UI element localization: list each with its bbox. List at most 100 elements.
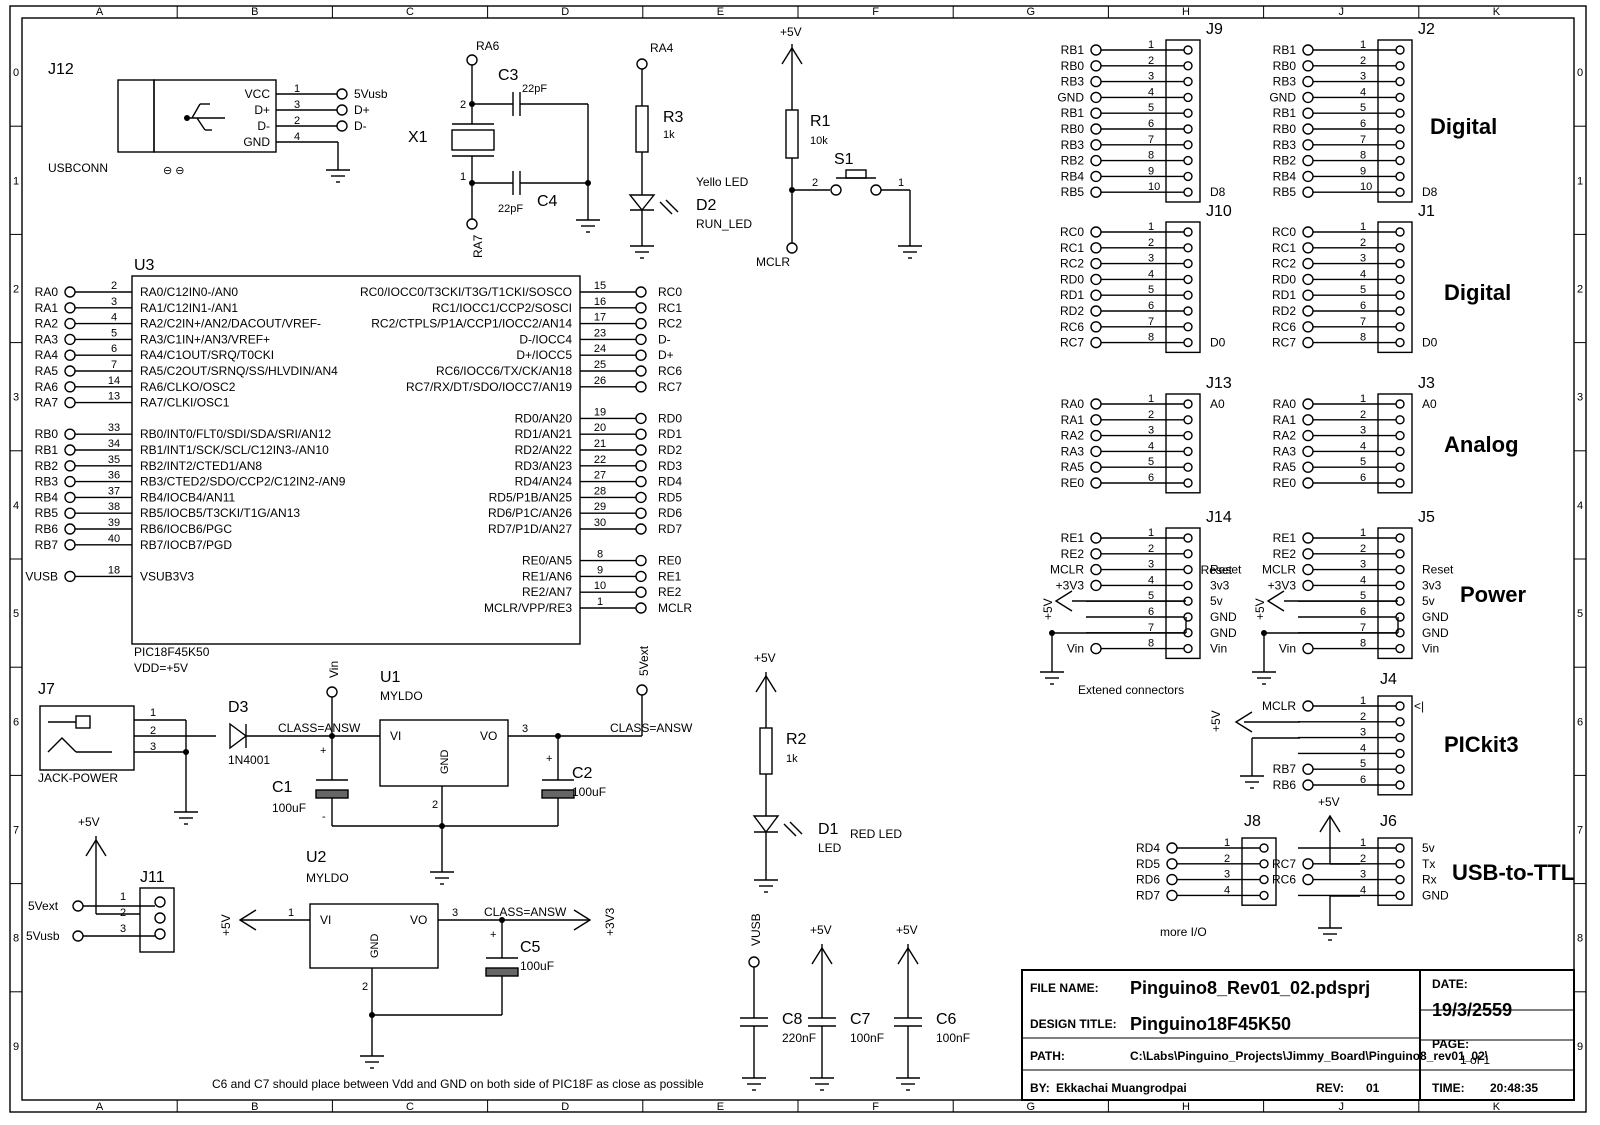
decoupling-caps: VUSB C8 220nF +5V C7 100nF +5V C6 100nF <box>740 913 970 1091</box>
svg-text:RA4: RA4 <box>35 348 59 362</box>
svg-text:MCLR: MCLR <box>756 255 790 269</box>
svg-text:RE2/AN7: RE2/AN7 <box>522 585 572 599</box>
svg-text:4: 4 <box>13 500 19 512</box>
svg-text:FILE NAME:: FILE NAME: <box>1030 981 1099 995</box>
svg-text:1: 1 <box>120 891 126 903</box>
svg-text:8: 8 <box>1148 332 1154 344</box>
svg-text:5: 5 <box>13 608 19 620</box>
svg-text:29: 29 <box>594 501 606 513</box>
svg-text:RA5: RA5 <box>1061 460 1085 474</box>
svg-text:RB0: RB0 <box>1061 122 1085 136</box>
svg-text:2: 2 <box>432 799 438 811</box>
file-path: C:\Labs\Pinguino_Projects\Jimmy_Board\Pi… <box>1130 1049 1489 1063</box>
svg-text:7: 7 <box>111 359 117 371</box>
svg-text:1: 1 <box>13 175 19 187</box>
svg-text:J3: J3 <box>1418 375 1435 392</box>
svg-text:GND: GND <box>1422 626 1449 640</box>
svg-text:7: 7 <box>1360 316 1366 328</box>
svg-text:RD0: RD0 <box>1272 272 1296 286</box>
svg-text:J6: J6 <box>1380 813 1397 830</box>
svg-text:RD0: RD0 <box>1060 272 1084 286</box>
svg-text:GND: GND <box>1210 626 1237 640</box>
svg-text:100uF: 100uF <box>520 959 554 973</box>
svg-text:RA2/C2IN+/AN2/DACOUT/VREF-: RA2/C2IN+/AN2/DACOUT/VREF- <box>140 317 321 331</box>
svg-text:7: 7 <box>1148 622 1154 634</box>
svg-text:1: 1 <box>1360 695 1366 707</box>
svg-text:1: 1 <box>898 177 904 189</box>
svg-text:39: 39 <box>108 517 120 529</box>
svg-text:U2: U2 <box>306 849 327 866</box>
svg-text:3: 3 <box>111 296 117 308</box>
time: 20:48:35 <box>1490 1081 1538 1095</box>
svg-text:RB4: RB4 <box>1061 169 1085 183</box>
svg-text:27: 27 <box>594 470 606 482</box>
svg-text:RA5: RA5 <box>35 364 59 378</box>
svg-text:2: 2 <box>150 725 156 737</box>
svg-text:GND: GND <box>369 934 381 959</box>
svg-text:D-/IOCC4: D-/IOCC4 <box>519 332 572 346</box>
svg-text:5: 5 <box>111 327 117 339</box>
svg-text:Vin: Vin <box>1279 642 1296 656</box>
svg-text:22: 22 <box>594 454 606 466</box>
svg-text:RD3: RD3 <box>658 459 682 473</box>
svg-text:5Vusb: 5Vusb <box>26 929 60 943</box>
svg-text:24: 24 <box>594 343 606 355</box>
svg-text:RC6: RC6 <box>658 364 682 378</box>
svg-text:10: 10 <box>594 580 606 592</box>
ground-icon <box>896 1077 920 1091</box>
svg-text:PATH:: PATH: <box>1030 1049 1065 1063</box>
svg-text:RD1: RD1 <box>658 427 682 441</box>
svg-text:RC6: RC6 <box>1060 320 1084 334</box>
svg-text:RD7: RD7 <box>1136 888 1160 902</box>
svg-text:S1: S1 <box>834 151 854 168</box>
svg-text:MCLR: MCLR <box>658 601 692 615</box>
svg-text:6: 6 <box>13 716 19 728</box>
svg-text:5: 5 <box>1148 284 1154 296</box>
svg-text:RC1/IOCC1/CCP2/SOSCI: RC1/IOCC1/CCP2/SOSCI <box>432 301 572 315</box>
section-label: Digital <box>1430 114 1497 139</box>
svg-text:more I/O: more I/O <box>1160 925 1207 939</box>
svg-text:RB6: RB6 <box>35 522 59 536</box>
svg-text:1: 1 <box>1148 527 1154 539</box>
svg-text:8: 8 <box>1360 150 1366 162</box>
svg-text:RA3: RA3 <box>1061 444 1085 458</box>
svg-text:23: 23 <box>594 327 606 339</box>
svg-text:J: J <box>1338 6 1344 18</box>
svg-text:+3V3: +3V3 <box>603 907 617 936</box>
svg-text:RC1: RC1 <box>658 301 682 315</box>
svg-text:BY:: BY: <box>1030 1081 1050 1095</box>
svg-text:J4: J4 <box>1380 671 1397 688</box>
file-name: Pinguino8_Rev01_02.pdsprj <box>1130 978 1370 998</box>
svg-text:C5: C5 <box>520 939 541 956</box>
svg-text:38: 38 <box>108 501 120 513</box>
svg-text:5Vusb: 5Vusb <box>354 87 388 101</box>
power-led-d1: +5V R2 1k D1 LED RED LED <box>752 651 902 893</box>
svg-text:RB4: RB4 <box>35 490 59 504</box>
svg-text:REV:: REV: <box>1316 1081 1344 1095</box>
svg-text:4: 4 <box>1148 86 1154 98</box>
svg-text:RB1: RB1 <box>1273 43 1297 57</box>
svg-text:2: 2 <box>812 177 818 189</box>
svg-text:9: 9 <box>597 564 603 576</box>
svg-text:+5V: +5V <box>1318 795 1340 809</box>
svg-text:RB1: RB1 <box>1061 106 1085 120</box>
svg-text:RB5: RB5 <box>1273 185 1297 199</box>
svg-text:5: 5 <box>1577 608 1583 620</box>
svg-text:D8: D8 <box>1210 185 1226 199</box>
svg-text:RE2: RE2 <box>1061 547 1085 561</box>
svg-text:Vin: Vin <box>1210 642 1227 656</box>
svg-text:3: 3 <box>1148 559 1154 571</box>
svg-text:RB1: RB1 <box>35 443 59 457</box>
svg-text:4: 4 <box>1148 574 1154 586</box>
svg-text:CLASS=ANSW: CLASS=ANSW <box>278 721 361 735</box>
ground-icon <box>754 879 778 893</box>
svg-text:6: 6 <box>111 343 117 355</box>
